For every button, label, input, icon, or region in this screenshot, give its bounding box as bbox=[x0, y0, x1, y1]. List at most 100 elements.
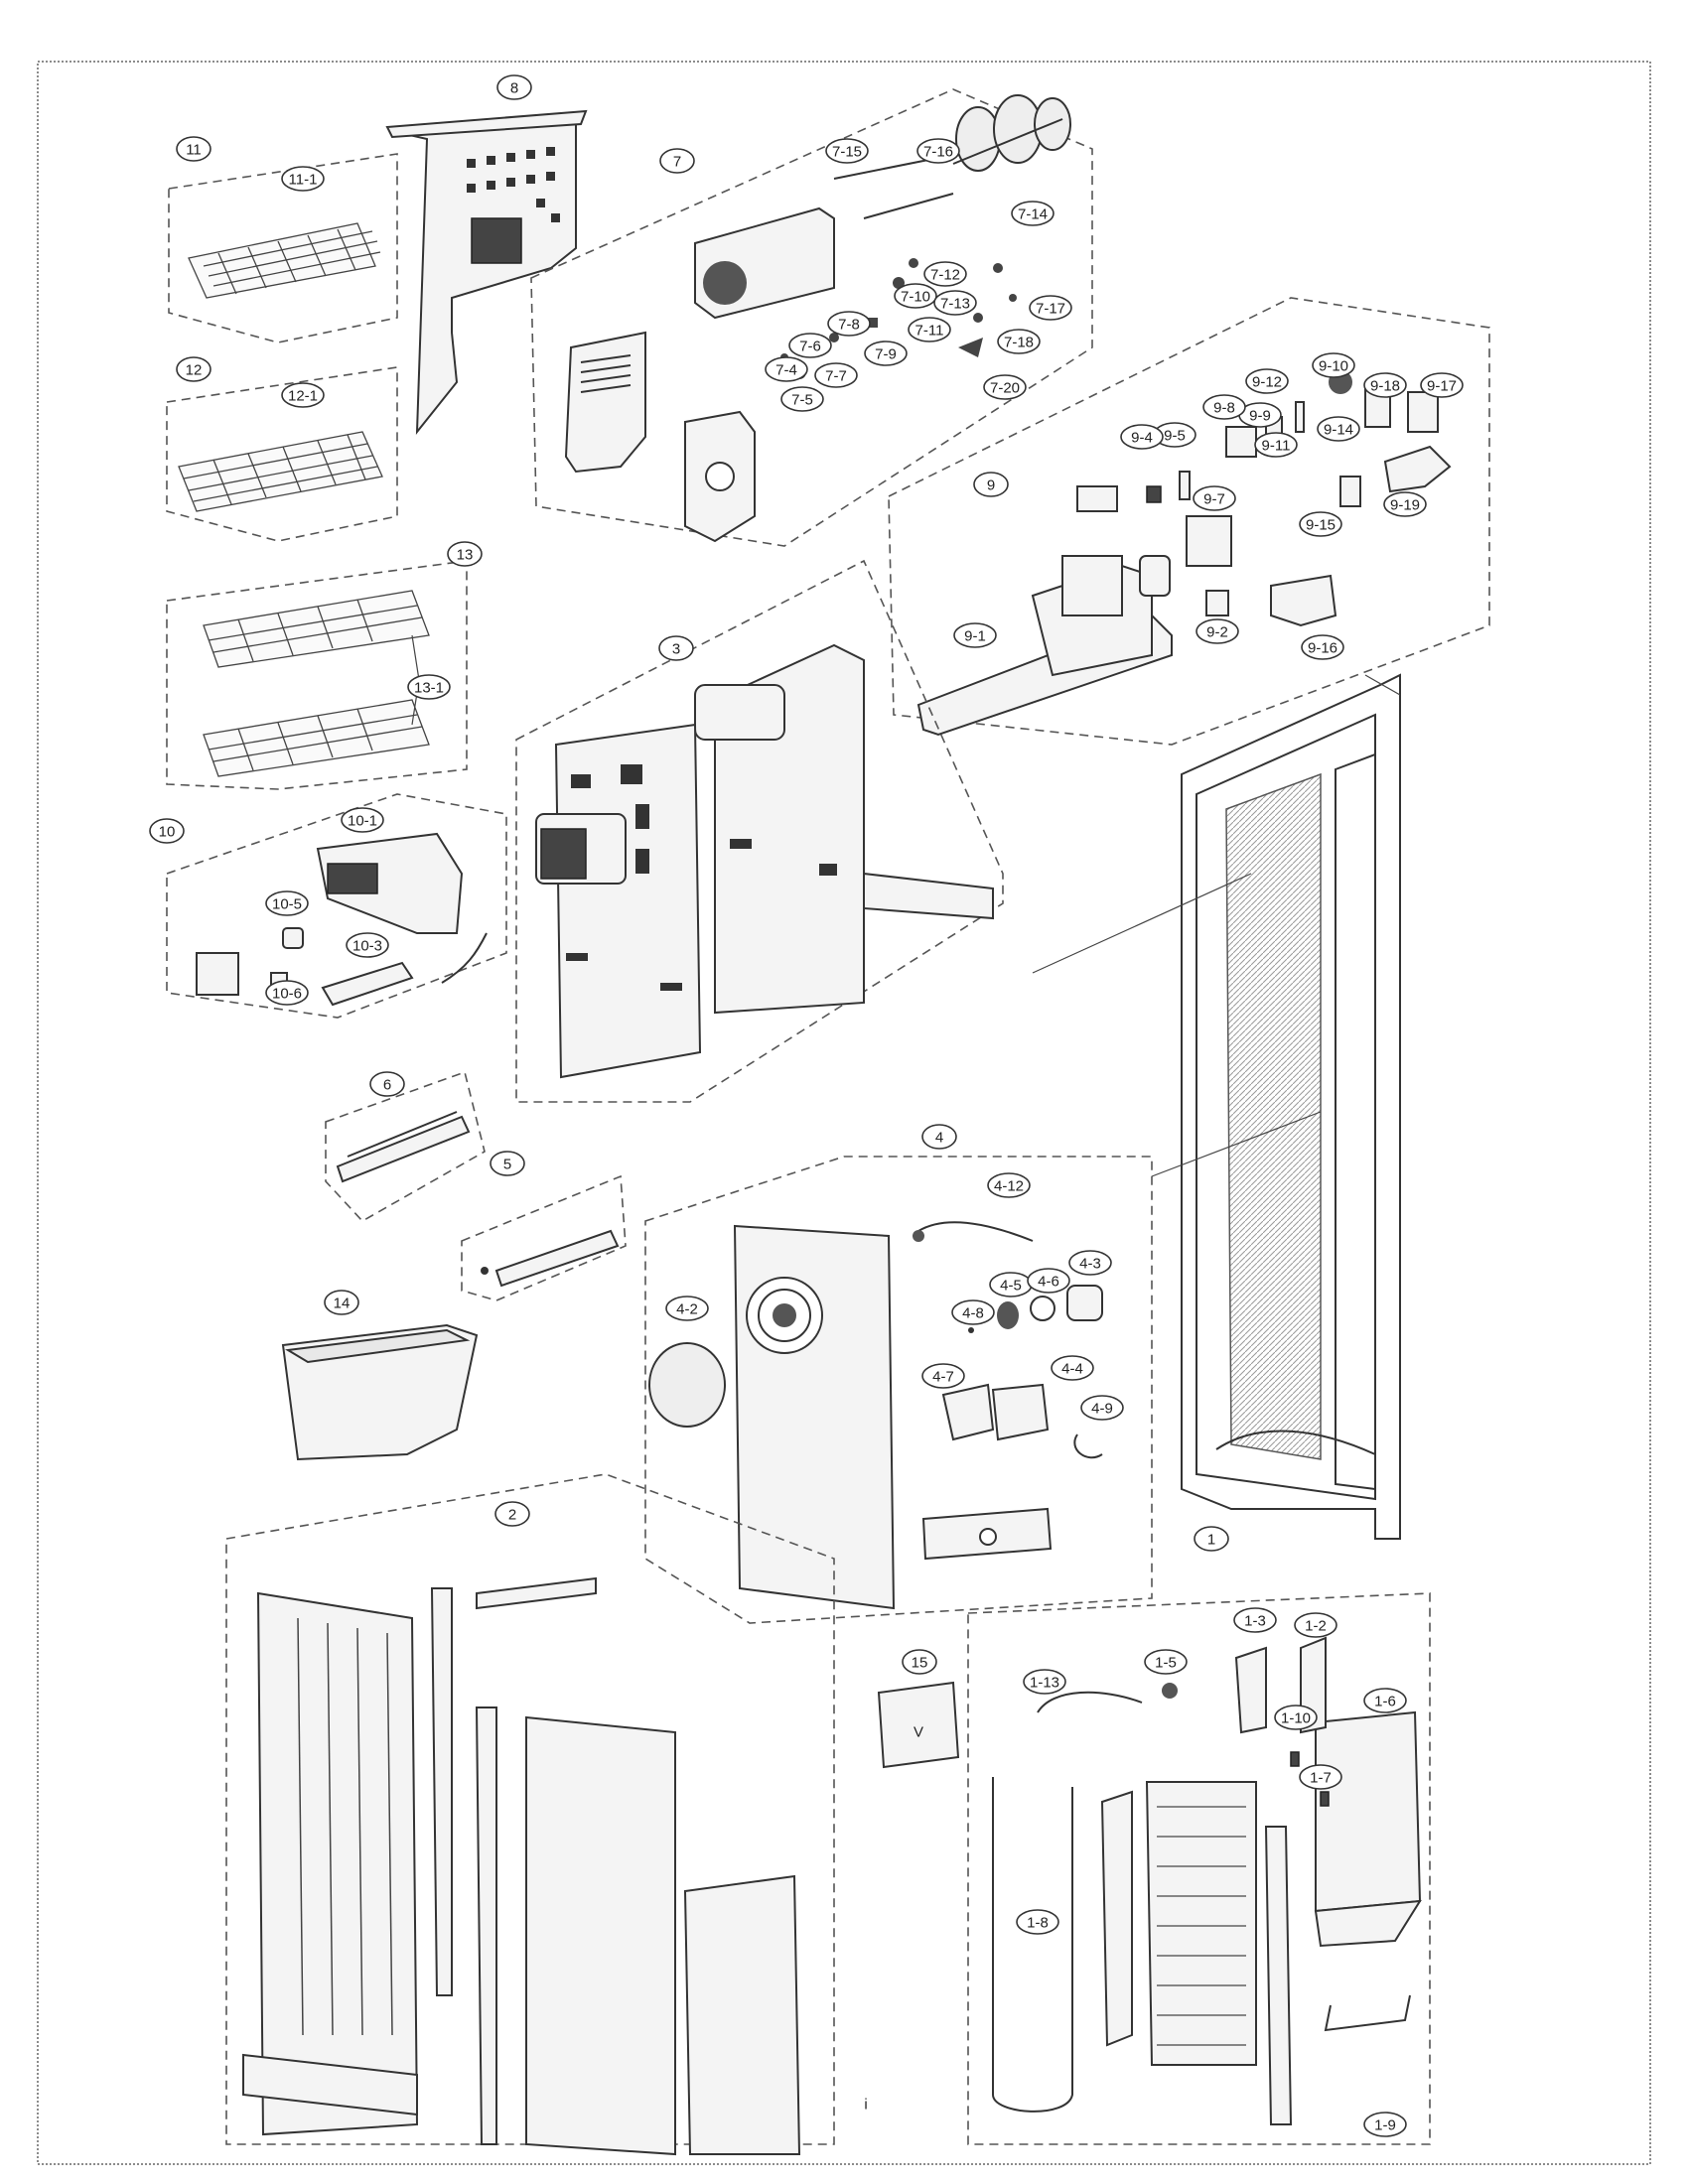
group-13-shelves bbox=[166, 560, 468, 790]
callout-bubble bbox=[1029, 295, 1072, 321]
callout-bubble bbox=[341, 807, 384, 833]
callout-7-15: 7-15 bbox=[825, 138, 869, 164]
callout-bubble bbox=[281, 166, 325, 192]
callout-label: 10-5 bbox=[272, 896, 302, 913]
callout-9-16: 9-16 bbox=[1301, 634, 1344, 660]
callout-label: 1-7 bbox=[1310, 1770, 1332, 1787]
callout-9-7: 9-7 bbox=[1193, 485, 1236, 511]
callout-bubble bbox=[1068, 1250, 1112, 1276]
callout-label: 9-5 bbox=[1164, 428, 1186, 445]
callout-bubble bbox=[1193, 485, 1236, 511]
callout-label: 4-5 bbox=[1000, 1278, 1022, 1295]
callout-bubble bbox=[1027, 1268, 1070, 1294]
callout-1-2: 1-2 bbox=[1294, 1612, 1337, 1638]
callout-label: 7-6 bbox=[799, 339, 821, 355]
callout-8: 8 bbox=[496, 74, 532, 100]
callout-label: 8 bbox=[510, 80, 518, 97]
callout-10-6: 10-6 bbox=[265, 980, 309, 1006]
callout-bubble bbox=[1011, 201, 1055, 226]
callout-bubble bbox=[997, 329, 1041, 354]
callout-label: 13-1 bbox=[414, 680, 444, 697]
callout-bubble bbox=[1294, 1612, 1337, 1638]
callout-10-5: 10-5 bbox=[265, 890, 309, 916]
callout-bubble bbox=[1420, 372, 1464, 398]
callout-1-13: 1-13 bbox=[1023, 1669, 1066, 1695]
callout-label: 7-16 bbox=[923, 144, 953, 161]
callout-label: 7-10 bbox=[901, 289, 930, 306]
callout-bubble bbox=[788, 333, 832, 358]
callout-label: 9-1 bbox=[964, 628, 986, 645]
callout-bubble bbox=[933, 290, 977, 316]
callout-label: 7-20 bbox=[990, 380, 1020, 397]
callout-1-5: 1-5 bbox=[1144, 1649, 1188, 1675]
callout-9-14: 9-14 bbox=[1317, 416, 1360, 442]
callout-7-14: 7-14 bbox=[1011, 201, 1055, 226]
callout-label: 7-13 bbox=[940, 296, 970, 313]
callout-bubble bbox=[921, 1124, 957, 1150]
callout-label: 9-16 bbox=[1308, 640, 1337, 657]
callout-bubble bbox=[1120, 424, 1164, 450]
callout-bubble bbox=[921, 1363, 965, 1389]
callout-bubble bbox=[324, 1290, 359, 1315]
callout-9-11: 9-11 bbox=[1254, 432, 1298, 458]
callout-label: 1-2 bbox=[1305, 1618, 1327, 1635]
callout-1-8: 1-8 bbox=[1016, 1909, 1059, 1935]
callout-label: 1-10 bbox=[1281, 1710, 1311, 1727]
callout-bubble bbox=[496, 74, 532, 100]
callout-bubble bbox=[265, 890, 309, 916]
callout-9-2: 9-2 bbox=[1196, 618, 1239, 644]
callout-label: 9-15 bbox=[1306, 517, 1336, 534]
callout-label: 9-12 bbox=[1252, 374, 1282, 391]
control-box-symbol: V bbox=[914, 1724, 923, 1741]
callout-bubble bbox=[1317, 416, 1360, 442]
callout-13-1: 13-1 bbox=[407, 674, 451, 700]
callout-label: 2 bbox=[508, 1507, 516, 1524]
callout-label: 5 bbox=[503, 1157, 511, 1173]
callout-7-11: 7-11 bbox=[908, 317, 951, 342]
callout-bubble bbox=[1144, 1649, 1188, 1675]
callout-label: 7-8 bbox=[838, 317, 860, 334]
group-4-fan bbox=[644, 1156, 1153, 1624]
callout-bubble bbox=[1363, 2112, 1407, 2137]
callout-4-6: 4-6 bbox=[1027, 1268, 1070, 1294]
callout-label: 7-11 bbox=[915, 323, 944, 340]
callout-label: 7-4 bbox=[775, 362, 797, 379]
callout-label: 9-17 bbox=[1427, 378, 1457, 395]
callout-bubble bbox=[1254, 432, 1298, 458]
callout-7-20: 7-20 bbox=[983, 374, 1027, 400]
callout-label: 7-9 bbox=[875, 346, 897, 363]
callout-bubble bbox=[1312, 352, 1355, 378]
callout-label: 1-3 bbox=[1244, 1613, 1266, 1630]
callout-label: 7-18 bbox=[1004, 335, 1034, 351]
callout-bubble bbox=[494, 1501, 530, 1527]
group-14-bin bbox=[281, 1323, 479, 1461]
callout-9-12: 9-12 bbox=[1245, 368, 1289, 394]
callout-label: 4-6 bbox=[1038, 1274, 1059, 1291]
group-7-ice-maker bbox=[530, 88, 1093, 547]
callout-bubble bbox=[490, 1151, 525, 1176]
callout-label: 7-12 bbox=[930, 267, 960, 284]
callout-bubble bbox=[1299, 511, 1342, 537]
callout-label: 4-9 bbox=[1091, 1401, 1113, 1418]
callout-9: 9 bbox=[973, 472, 1009, 497]
callout-bubble bbox=[1274, 1705, 1318, 1730]
group-12-shelf bbox=[166, 366, 398, 542]
callout-1-6: 1-6 bbox=[1363, 1688, 1407, 1713]
cabinet-outline bbox=[1032, 673, 1401, 1540]
callout-label: 9 bbox=[987, 478, 995, 494]
callout-bubble bbox=[176, 356, 211, 382]
callout-bubble bbox=[1051, 1355, 1094, 1381]
callout-label: 9-14 bbox=[1324, 422, 1353, 439]
callout-11: 11 bbox=[176, 136, 211, 162]
callout-bubble bbox=[1299, 1764, 1342, 1790]
callout-label: 4-4 bbox=[1061, 1361, 1083, 1378]
callout-label: 4 bbox=[935, 1130, 943, 1147]
callout-label: 7-17 bbox=[1036, 301, 1065, 318]
callout-label: 9-2 bbox=[1206, 624, 1228, 641]
callout-7-16: 7-16 bbox=[916, 138, 960, 164]
callout-5: 5 bbox=[490, 1151, 525, 1176]
callout-9-18: 9-18 bbox=[1363, 372, 1407, 398]
callout-12-1: 12-1 bbox=[281, 382, 325, 408]
